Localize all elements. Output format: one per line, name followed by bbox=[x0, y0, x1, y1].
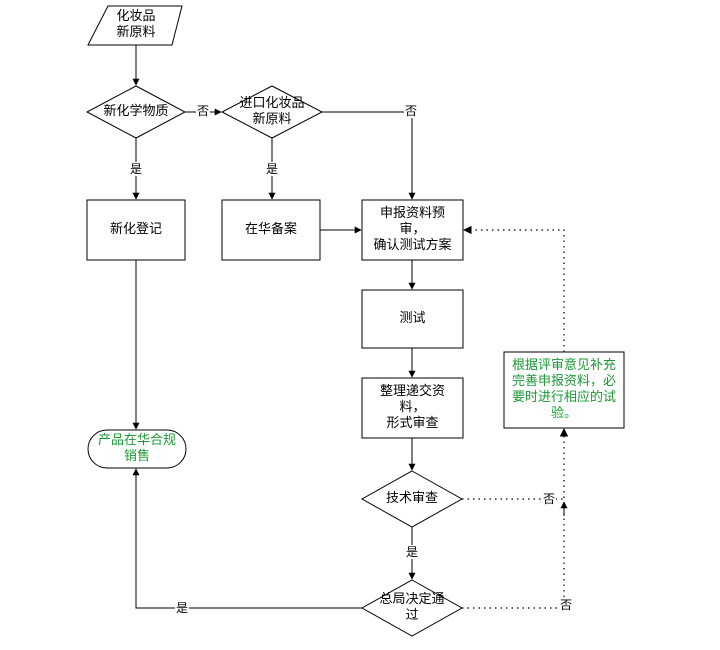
supplement-label-line-3: 要时进行相应的试 bbox=[511, 390, 616, 405]
start-parallelogram bbox=[87, 5, 183, 46]
product-label-line-1: 产品在华合规 bbox=[97, 433, 176, 448]
submit-label: 整理递交资 料， 形式审查 bbox=[362, 384, 463, 432]
tech-review-label: 技术审查 bbox=[366, 491, 458, 507]
new-chem-label-line-1: 新化学物质 bbox=[103, 104, 169, 119]
pre-review-box bbox=[361, 199, 464, 261]
final-label-line-1: 总局决定通 bbox=[379, 592, 445, 607]
new-chem-label: 新化学物质 bbox=[88, 104, 184, 120]
submit-label-line-1: 整理递交资 bbox=[379, 384, 445, 399]
testing-label-line-1: 测试 bbox=[399, 311, 426, 326]
pre-review-label-line-3: 确认测试方案 bbox=[373, 238, 452, 253]
product-terminal bbox=[87, 429, 187, 469]
edge-tech-yes-label: 是 bbox=[405, 545, 420, 559]
final-label: 总局决定通 过 bbox=[366, 592, 458, 624]
final-decision bbox=[360, 579, 464, 637]
supplement-label-line-4: 验。 bbox=[550, 406, 577, 421]
filing-box bbox=[221, 199, 321, 261]
edge-imported-no-label: 否 bbox=[404, 104, 419, 118]
new-reg-label-line-1: 新化登记 bbox=[109, 222, 162, 237]
supplement-label-line-1: 根据评审意见补充 bbox=[511, 358, 616, 373]
imported-label-line-1: 进口化妆品 bbox=[239, 96, 305, 111]
arrow-final-to-product bbox=[132, 468, 362, 609]
arrow-imported-to-prereview bbox=[322, 111, 416, 200]
start-label-line-2: 新原料 bbox=[116, 25, 156, 40]
imported-label: 进口化妆品 新原料 bbox=[226, 96, 318, 128]
submit-box bbox=[361, 377, 464, 439]
final-label-line-2: 过 bbox=[405, 608, 419, 623]
testing-box bbox=[361, 289, 464, 349]
dotted-supplement-to-prereview bbox=[463, 225, 565, 352]
tech-review-label-line-1: 技术审查 bbox=[385, 491, 438, 506]
supplement-label: 根据评审意见补充 完善申报资料，必 要时进行相应的试 验。 bbox=[504, 358, 624, 422]
new-reg-box bbox=[86, 199, 186, 261]
pre-review-label-line-1: 申报资料预 bbox=[379, 206, 445, 221]
testing-label: 测试 bbox=[362, 311, 463, 327]
edge-final-yes-label: 是 bbox=[175, 601, 190, 615]
start-label-line-1: 化妆品 bbox=[116, 9, 156, 24]
edge-newchem-no-label: 否 bbox=[196, 104, 211, 118]
edge-final-no-label: 否 bbox=[559, 598, 574, 612]
edge-newchem-yes-label: 是 bbox=[129, 162, 144, 176]
edge-imported-yes-label: 是 bbox=[265, 162, 280, 176]
pre-review-label: 申报资料预 审， 确认测试方案 bbox=[362, 206, 463, 254]
pre-review-label-line-2: 审， bbox=[399, 222, 426, 237]
edge-tech-no-label: 否 bbox=[542, 492, 557, 506]
new-reg-label: 新化登记 bbox=[87, 222, 185, 238]
supplement-label-line-2: 完善申报资料，必 bbox=[511, 374, 616, 389]
imported-label-line-2: 新原料 bbox=[252, 112, 292, 127]
filing-label-line-1: 在华备案 bbox=[244, 222, 297, 237]
submit-label-line-3: 形式审查 bbox=[386, 416, 439, 431]
start-label: 化妆品 新原料 bbox=[96, 9, 176, 41]
filing-label: 在华备案 bbox=[222, 222, 320, 238]
product-label-line-2: 销售 bbox=[123, 449, 150, 464]
submit-label-line-2: 料， bbox=[399, 400, 426, 415]
product-label: 产品在华合规 销售 bbox=[88, 433, 186, 465]
